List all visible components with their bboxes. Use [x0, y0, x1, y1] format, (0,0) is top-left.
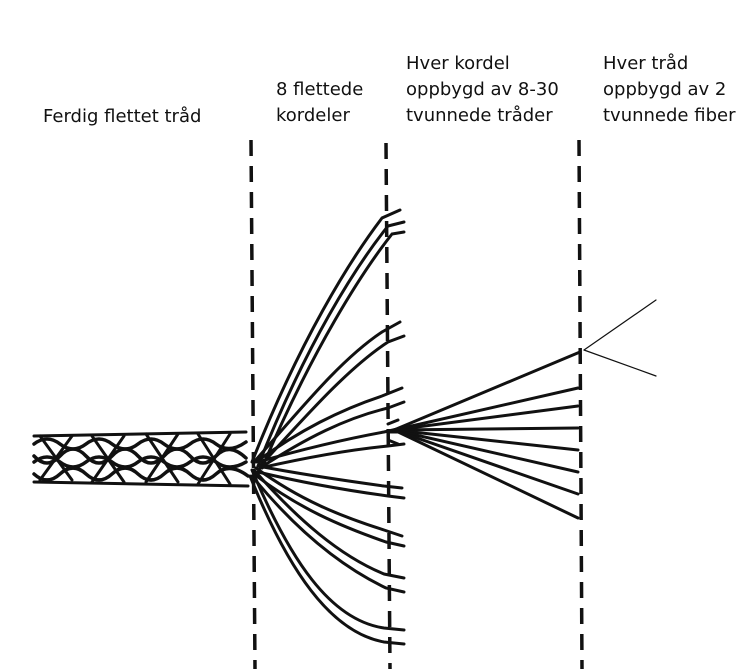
braid-cross-4 [196, 432, 232, 486]
braid-cross-1 [38, 434, 74, 482]
braided-rope [32, 430, 250, 488]
thread-8 [392, 428, 580, 520]
thread-7 [392, 428, 580, 496]
strand-5 [256, 464, 406, 500]
strand-4 [256, 426, 406, 470]
strand-1 [250, 208, 406, 470]
divider-2 [384, 142, 392, 669]
braid-cross-3 [144, 432, 180, 484]
label-line: tvunnede tråder [406, 105, 553, 126]
stage-dividers [249, 139, 584, 669]
strand-6 [252, 466, 406, 548]
thread-1 [392, 350, 582, 432]
label-line: 8 flettede [276, 79, 364, 100]
strand-7 [250, 468, 406, 594]
label-line: Ferdig flettet tråd [43, 106, 202, 127]
thread-4 [392, 426, 580, 432]
braid-strand-a [32, 437, 248, 451]
thread-5 [392, 428, 580, 452]
label-finished-braided-thread: Ferdig flettet tråd [43, 104, 201, 130]
divider-1 [249, 139, 257, 669]
rope-outline-top [32, 430, 248, 438]
braid-strand-c [32, 455, 248, 469]
fiber-1 [583, 299, 657, 351]
strand-8 [248, 468, 406, 646]
thread-2 [392, 386, 580, 432]
label-thread-composition: Hver tråd oppbygd av 2 tvunnede fiber [603, 51, 735, 129]
thread-6 [392, 428, 580, 474]
label-line: Hver kordel [406, 53, 510, 74]
label-braided-strands: 8 flettede kordeler [276, 77, 363, 129]
braid-cross-2 [90, 434, 126, 484]
strand-fan [248, 208, 406, 646]
label-line: Hver tråd [603, 53, 689, 74]
rope-outline-bottom [32, 480, 250, 488]
fiber-2 [583, 349, 657, 377]
label-line: oppbygd av 2 [603, 79, 727, 100]
braid-strand-b [32, 447, 248, 465]
divider-3 [577, 139, 584, 669]
thread-3 [392, 404, 580, 432]
thread-fan [386, 350, 582, 520]
fiber-pair [583, 299, 657, 377]
label-strand-composition: Hver kordel oppbygd av 8-30 tvunnede trå… [406, 51, 559, 129]
label-line: tvunnede fiber [603, 105, 736, 126]
label-line: kordeler [276, 105, 350, 126]
braid-strand-d [32, 466, 250, 482]
label-line: oppbygd av 8-30 [406, 79, 559, 100]
